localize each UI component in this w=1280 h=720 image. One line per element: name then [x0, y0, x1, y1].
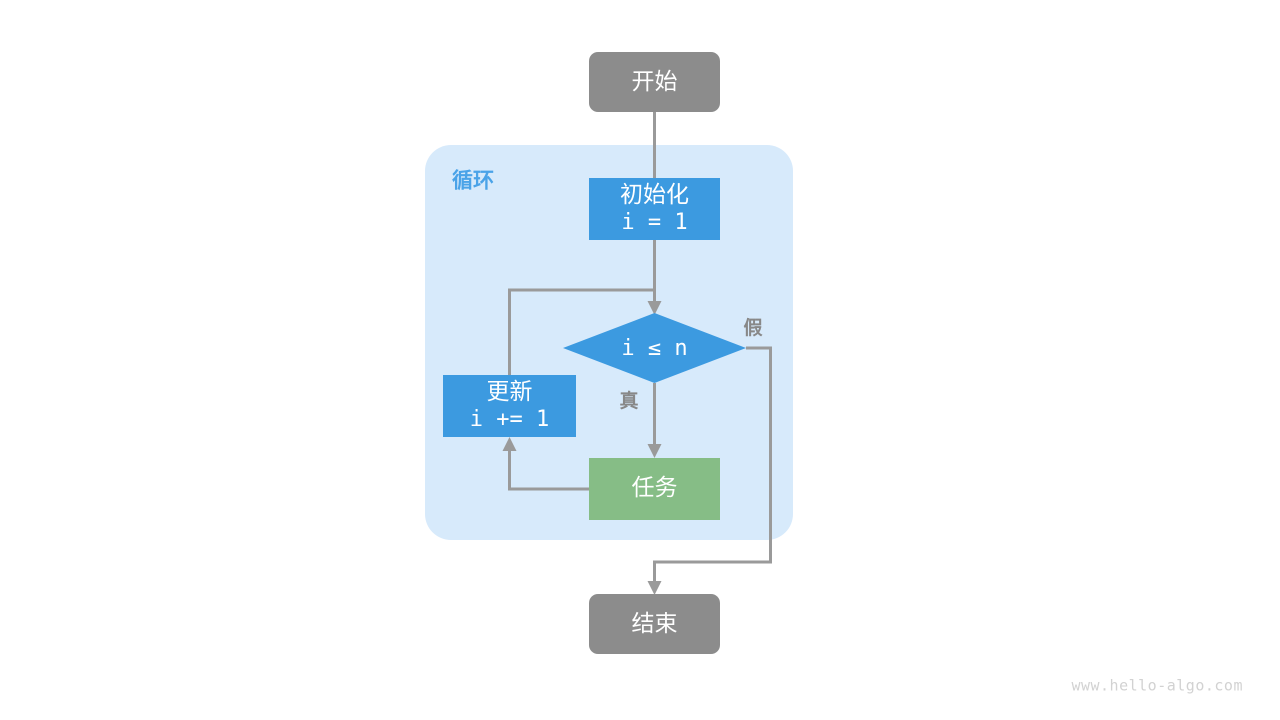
node-update-shape	[443, 375, 576, 437]
node-task-label: 任务	[632, 474, 678, 500]
edge-label-false: 假	[743, 316, 762, 339]
node-init[interactable]: 初始化 i = 1	[589, 178, 720, 240]
node-update[interactable]: 更新 i += 1	[443, 375, 576, 437]
watermark: www.hello-algo.com	[1071, 677, 1243, 695]
node-end-shape	[589, 594, 720, 654]
node-init-label-line2: i = 1	[621, 210, 687, 235]
edge-label-true: 真	[619, 389, 638, 412]
node-start[interactable]: 开始	[589, 52, 720, 112]
node-init-shape	[589, 178, 720, 240]
arrowhead-task-to-update	[502, 437, 517, 451]
loop-group-label: 循环	[452, 169, 494, 193]
node-task-shape	[589, 458, 720, 520]
arrowhead-init-to-condition	[647, 301, 662, 315]
node-condition-shape	[563, 313, 746, 383]
node-update-label-line1: 更新	[487, 378, 533, 404]
node-condition[interactable]: i ≤ n	[563, 313, 746, 383]
node-update-label-line2: i += 1	[470, 407, 549, 432]
edge-condition-false-to-end	[653, 346, 772, 586]
arrowhead-false-to-end	[647, 581, 662, 595]
arrowhead-condition-to-task	[647, 444, 662, 458]
node-start-label: 开始	[632, 68, 678, 94]
node-end[interactable]: 结束	[589, 594, 720, 654]
node-end-label: 结束	[632, 610, 678, 636]
edge-task-to-update	[508, 446, 589, 491]
node-start-shape	[589, 52, 720, 112]
node-task[interactable]: 任务	[589, 458, 720, 520]
node-condition-label: i ≤ n	[621, 336, 687, 361]
edge-update-to-condition	[508, 288, 655, 375]
node-init-label-line1: 初始化	[620, 181, 689, 207]
